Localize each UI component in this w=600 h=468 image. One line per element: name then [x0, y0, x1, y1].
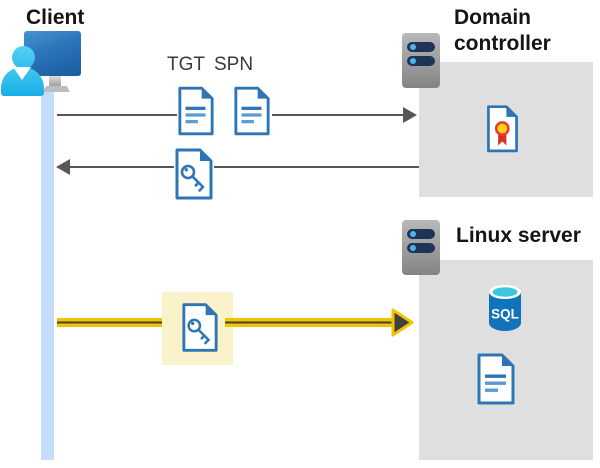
client-connection-bar [41, 88, 54, 460]
kerberos-key-document-icon [181, 302, 219, 353]
drive-led [410, 231, 416, 237]
monitor-stand-base [43, 86, 70, 92]
tgt-document-icon [177, 85, 215, 137]
spn-document-icon [233, 85, 271, 137]
ticket-key-document-icon [174, 147, 214, 201]
kerberos-arrow-line [57, 318, 162, 327]
server-drive-bar [407, 42, 435, 52]
spn-label: SPN [214, 54, 254, 75]
linux-server-label: Linux server [456, 224, 581, 247]
client-label: Client [26, 6, 85, 29]
sql-label: SQL [491, 307, 519, 322]
user-icon [12, 46, 35, 69]
response-arrow-line [214, 166, 419, 168]
server-drive-bar [407, 229, 435, 239]
monitor-stand [49, 75, 61, 87]
drive-led [410, 245, 416, 251]
domain-controller-server-icon [402, 33, 440, 88]
response-arrow-line [70, 166, 174, 168]
drive-led [410, 58, 416, 64]
request-arrow-line [272, 114, 403, 116]
domain-controller-label: Domain controller [454, 6, 551, 55]
kerberos-arrow-line [225, 318, 393, 327]
keytab-document-icon [476, 353, 516, 405]
certificate-icon [487, 105, 518, 153]
request-arrowhead-icon [403, 107, 417, 123]
server-drive-bar [407, 56, 435, 66]
drive-led [410, 44, 416, 50]
server-drive-bar [407, 243, 435, 253]
linux-server-icon [402, 220, 440, 275]
user-collar [13, 67, 31, 80]
request-arrow-line [57, 114, 177, 116]
response-arrowhead-icon [56, 159, 70, 175]
kerberos-arrowhead-icon [391, 308, 414, 337]
sql-database-icon: SQL [489, 285, 521, 331]
tgt-label: TGT [167, 54, 205, 75]
